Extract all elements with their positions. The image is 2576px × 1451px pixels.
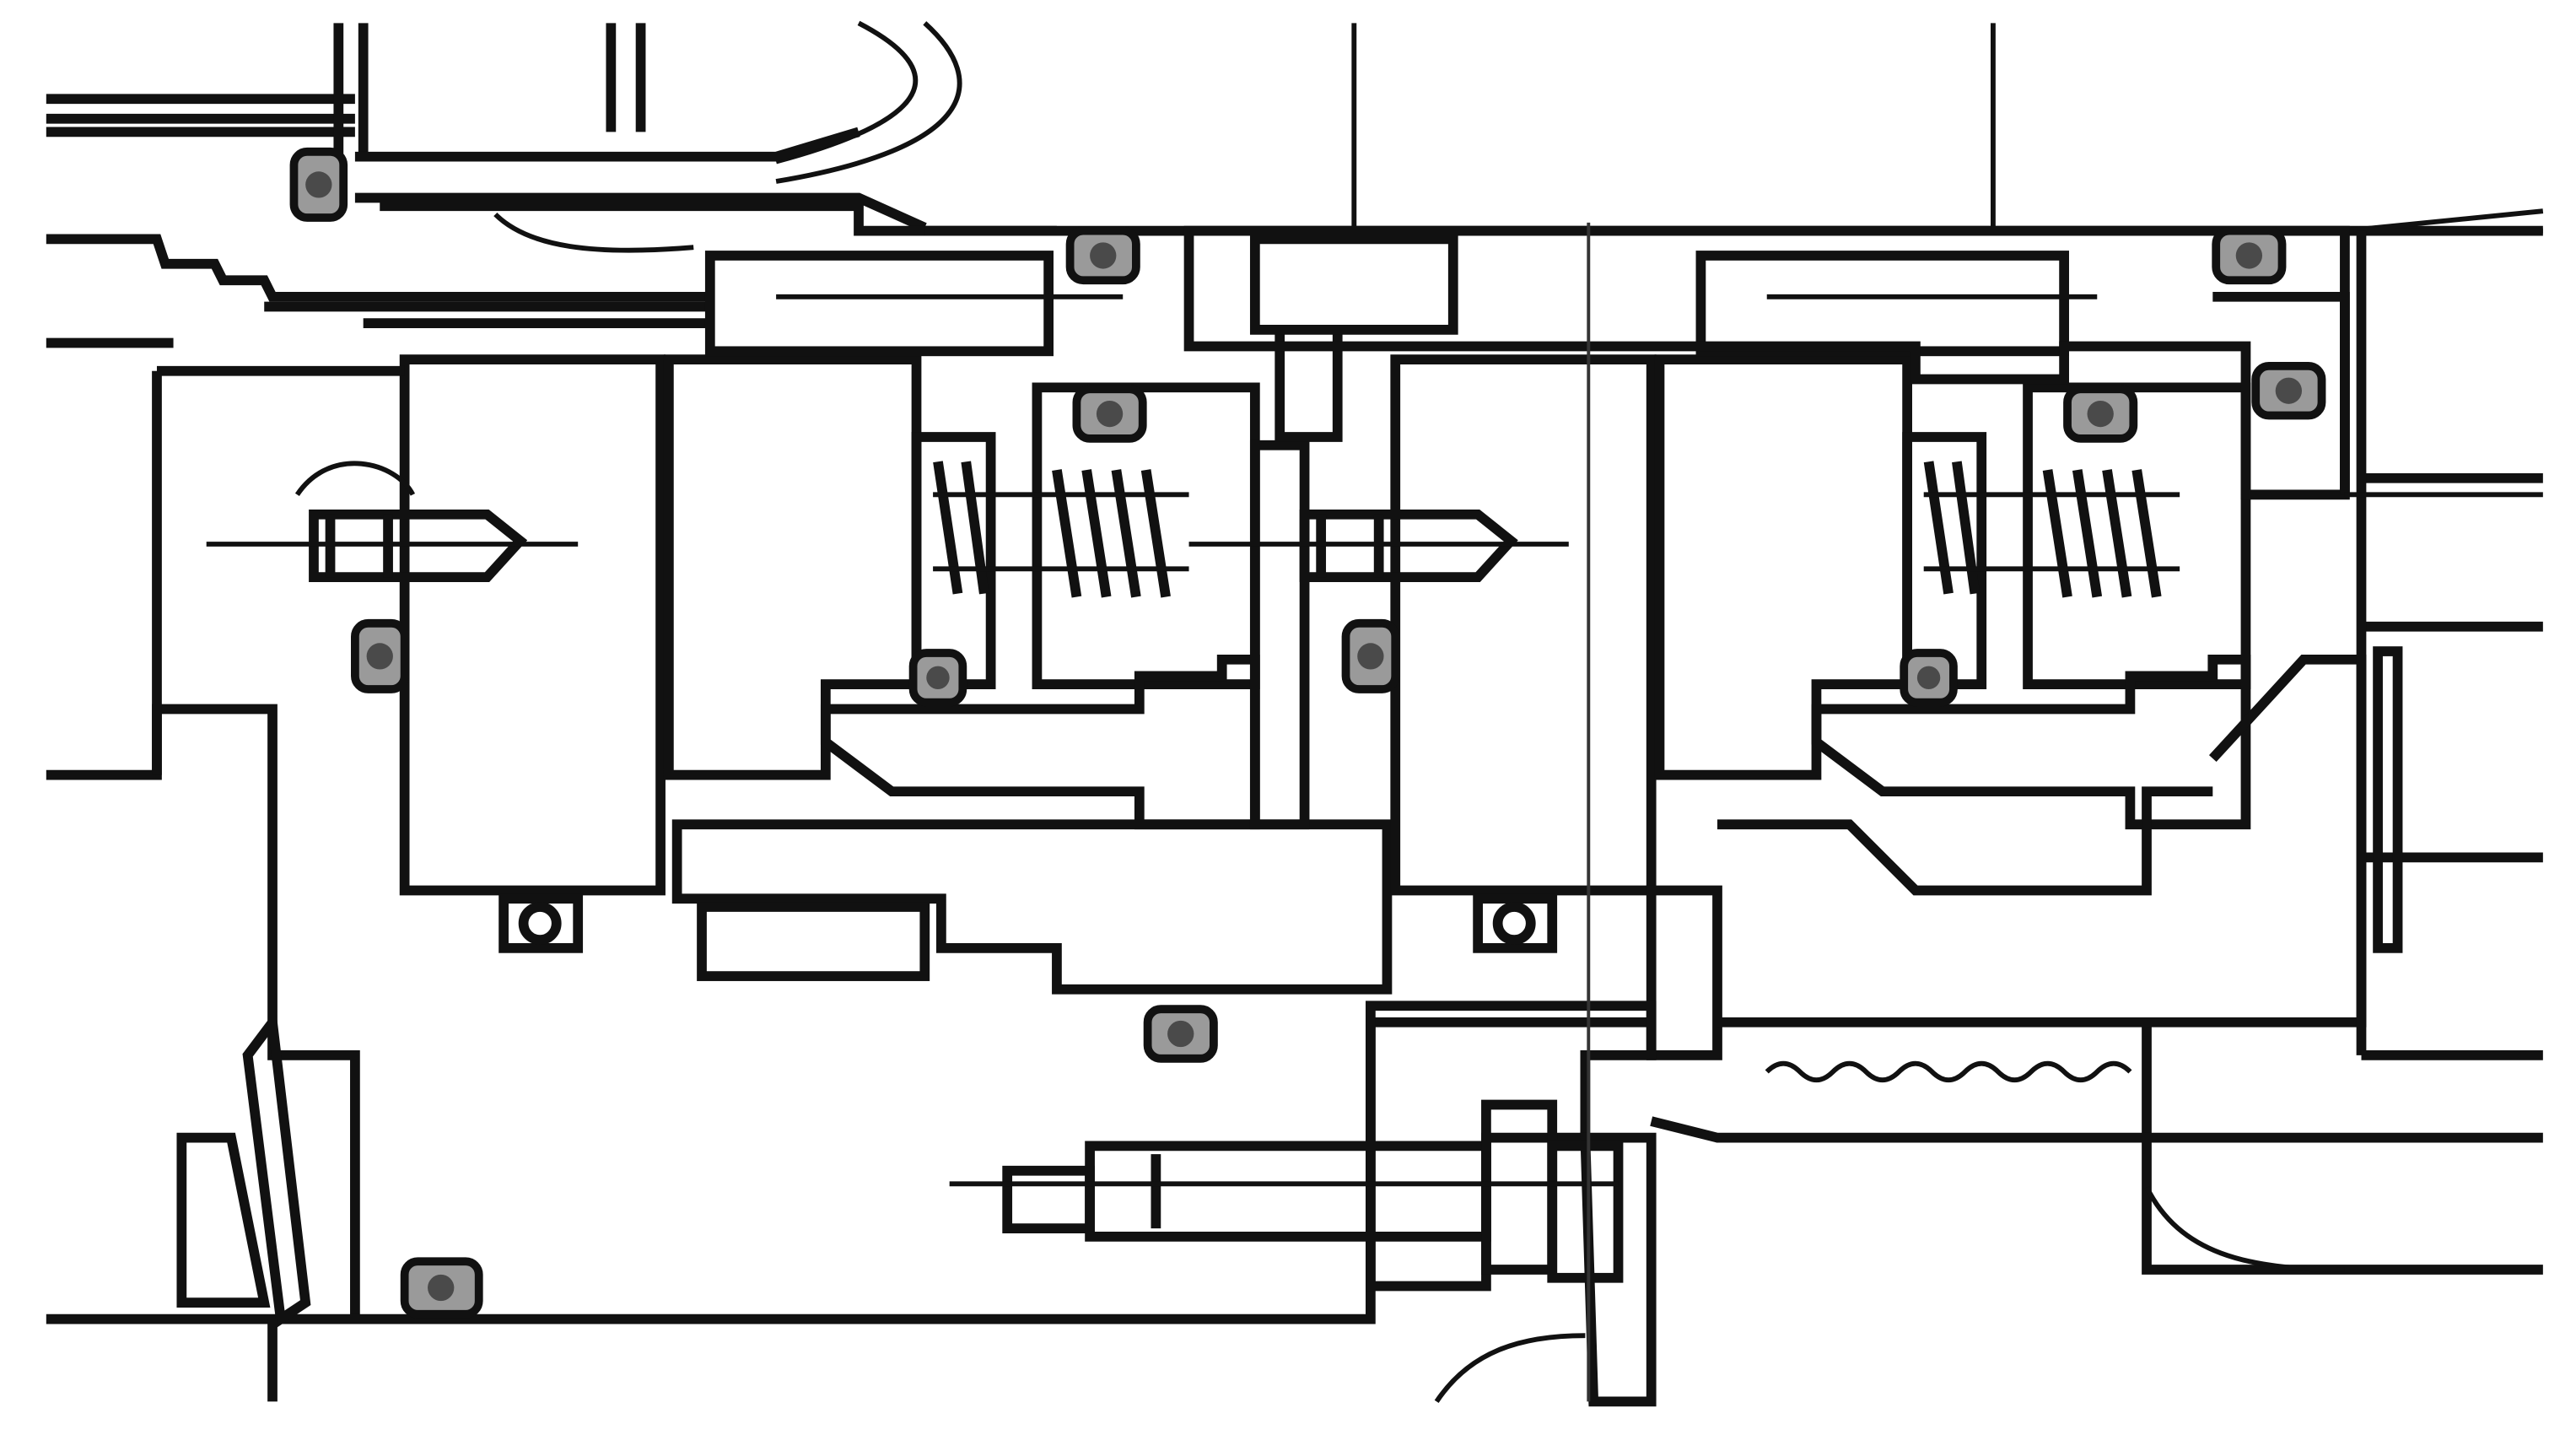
o-ring: [1900, 649, 1958, 707]
gland-plate: [1580, 1132, 1657, 1407]
right-housing: [1650, 230, 2543, 1275]
right-seal-unit: [1183, 225, 2350, 1060]
o-ring: [1065, 226, 1140, 285]
upper-housing: [46, 20, 1057, 348]
flange-region: [46, 365, 1657, 1407]
o-ring: [1072, 385, 1147, 443]
left-set-screw: [206, 509, 579, 582]
right-set-screw: [1188, 509, 1569, 582]
left-drive-pin: [704, 251, 1054, 357]
right-drive-collar: [1390, 354, 1657, 896]
o-ring: [1143, 1005, 1218, 1063]
right-seal-face-ring: [1654, 354, 1913, 780]
right-spring: [1923, 461, 2180, 598]
o-rings: [289, 147, 2326, 1319]
shaft-sleeve: [671, 819, 1393, 995]
gland-bolt: [949, 1099, 1624, 1283]
right-drive-pin: [1695, 251, 2069, 357]
o-ring: [2212, 226, 2287, 285]
o-ring: [1341, 618, 1400, 693]
left-seal-unit: [399, 251, 1393, 995]
left-spring: [933, 461, 1189, 598]
left-seal-face-ring: [663, 354, 922, 780]
o-ring: [400, 1257, 483, 1319]
o-ring: [289, 147, 348, 222]
retaining-screws: [498, 893, 1558, 953]
top-shaft: [924, 23, 2544, 236]
o-ring: [908, 649, 967, 707]
right-sleeve: [1811, 654, 2251, 830]
o-ring: [2063, 385, 2138, 443]
o-ring: [351, 618, 409, 693]
o-ring: [2251, 362, 2326, 420]
left-drive-collar: [399, 354, 666, 896]
